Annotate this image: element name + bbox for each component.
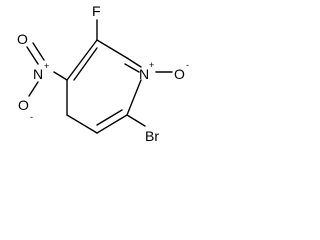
charge-nitro-oxygen-bottom: - bbox=[30, 112, 33, 122]
bond-nitro-o-top-double bbox=[32, 42, 45, 61]
molecule-structure: F N + O - N + O O - Br bbox=[17, 3, 189, 144]
bond-c5-c6 bbox=[96, 39, 128, 59]
bond-c6-n1-double bbox=[124, 63, 140, 73]
bond-c6-n1 bbox=[126, 57, 142, 68]
atom-bromine: Br bbox=[145, 128, 159, 144]
charge-ring-nitrogen: + bbox=[149, 60, 154, 70]
atom-nitro-oxygen-top: O bbox=[17, 31, 28, 47]
bond-nitro-o-top bbox=[26, 46, 39, 65]
atom-fluorine: F bbox=[92, 3, 101, 19]
atom-nitro-nitrogen: N bbox=[33, 66, 43, 82]
structure-canvas: F N + O - N + O O - Br bbox=[0, 0, 203, 155]
bond-n1-c2 bbox=[126, 79, 142, 116]
atom-n-oxide-oxygen: O bbox=[174, 66, 185, 82]
bond-nitro-o-bottom bbox=[28, 81, 39, 97]
charge-n-oxide-oxygen: - bbox=[186, 60, 189, 70]
bond-c2-br bbox=[126, 114, 146, 127]
bond-c4-nitro bbox=[53, 71, 68, 81]
bond-c3-c4 bbox=[66, 114, 98, 134]
bond-c2-c3 bbox=[96, 114, 128, 134]
atom-nitro-oxygen-bottom: O bbox=[18, 97, 29, 113]
bond-c4-c5-double bbox=[73, 47, 98, 81]
bond-c2-c3-double bbox=[96, 109, 123, 126]
charge-nitro-nitrogen: + bbox=[44, 61, 49, 71]
atom-ring-nitrogen: N bbox=[139, 66, 149, 82]
bond-c4-c5 bbox=[66, 39, 98, 81]
